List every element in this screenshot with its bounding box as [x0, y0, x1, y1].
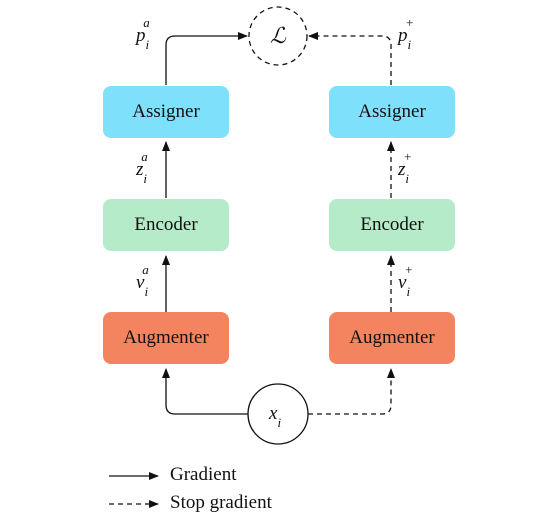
p-right-base: p [398, 25, 408, 46]
encoder-right-box: Encoder [329, 199, 455, 251]
z-left-label: zia [136, 150, 154, 186]
p-left-base: p [136, 25, 146, 46]
assigner-to-loss-left-arrow [165, 32, 248, 85]
assigner-to-loss-right-arrow [308, 32, 392, 85]
augmenter-left-box: Augmenter [103, 312, 229, 364]
loss-circle [248, 6, 308, 66]
v-right-sup: + [404, 261, 413, 277]
z-right-base: z [398, 159, 406, 180]
z-left-sup: a [141, 148, 148, 164]
v-right-label: vi + [398, 263, 419, 299]
input-base: x [269, 403, 278, 424]
assigner-right-box: Assigner [329, 86, 455, 138]
z-left-sub: i [143, 171, 148, 187]
z-right-sup: + [403, 148, 412, 164]
loss-symbol: ℒ [270, 23, 286, 48]
v-right-sub: i [406, 284, 411, 300]
v-right-base: v [398, 272, 407, 293]
v-left-sup: a [142, 261, 149, 277]
z-right-label: zi + [398, 150, 418, 186]
v-left-label: via [136, 263, 155, 299]
input-to-augmenter-left-arrow [162, 368, 248, 415]
p-right-label: pi + [398, 16, 420, 52]
legend-stop-gradient-label: Stop gradient [170, 492, 272, 513]
p-left-label: pia [136, 16, 156, 52]
input-to-augmenter-right-arrow [308, 368, 395, 415]
v-left-sub: i [144, 284, 149, 300]
v-left-base: v [136, 272, 145, 293]
z-right-sub: i [405, 171, 410, 187]
encoder-left-box: Encoder [103, 199, 229, 251]
p-left-sub: i [145, 37, 150, 53]
input-label: xi [269, 403, 281, 429]
p-right-sup: + [405, 14, 415, 30]
legend-gradient-label: Gradient [170, 464, 237, 485]
input-sub: i [277, 415, 282, 431]
assigner-left-box: Assigner [103, 86, 229, 138]
p-left-sup: a [143, 14, 150, 30]
augmenter-right-box: Augmenter [329, 312, 455, 364]
z-left-base: z [136, 159, 144, 180]
p-right-sub: i [407, 37, 412, 53]
